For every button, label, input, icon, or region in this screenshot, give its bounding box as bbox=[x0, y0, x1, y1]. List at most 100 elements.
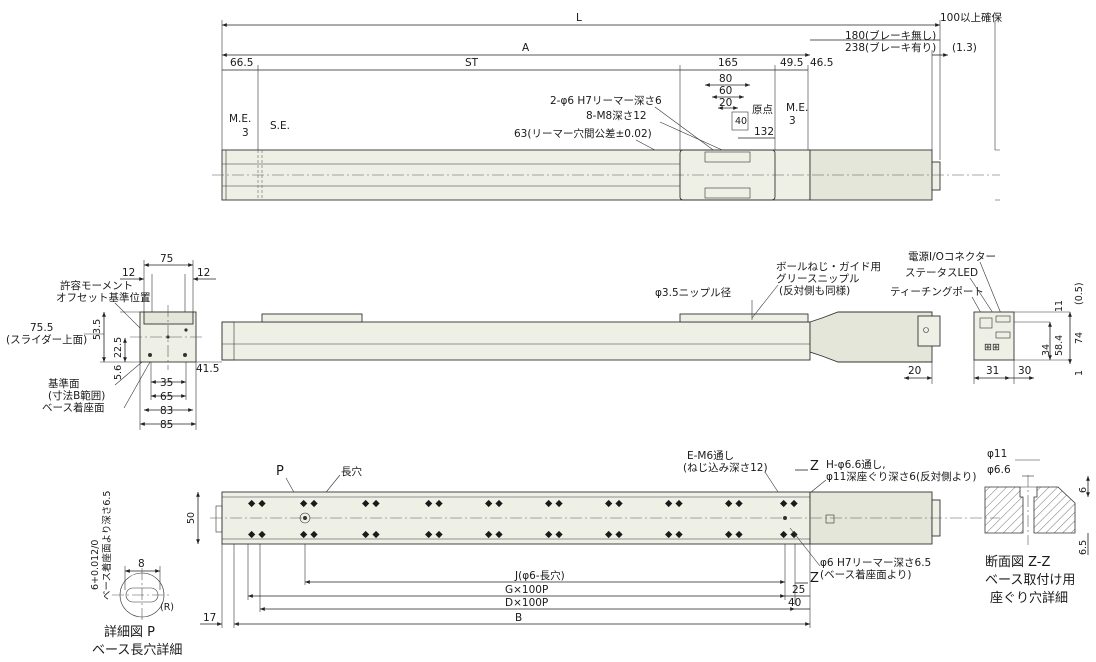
section-dim-6: 6 bbox=[1078, 487, 1089, 493]
se-label: S.E. bbox=[270, 120, 290, 132]
svg-text:◆ ◆: ◆ ◆ bbox=[485, 529, 503, 540]
dim-3-right: 3 bbox=[789, 115, 796, 127]
dim-74: 74 bbox=[1074, 332, 1085, 344]
dim-35: 35 bbox=[160, 377, 173, 389]
top-view: L 100以上確保 180(ブレーキ無し) 238(ブレーキ有り) A (1.3… bbox=[212, 11, 1003, 201]
dim-25: 25 bbox=[792, 584, 805, 596]
svg-text:◆ ◆: ◆ ◆ bbox=[780, 498, 798, 509]
dim-B: B bbox=[515, 612, 522, 624]
svg-text:◆ ◆: ◆ ◆ bbox=[605, 529, 623, 540]
base-seat-label: ベース着座面 bbox=[42, 401, 104, 414]
svg-text:◆ ◆: ◆ ◆ bbox=[362, 498, 380, 509]
origin-label: 原点 bbox=[752, 104, 773, 116]
dim-66-5: 66.5 bbox=[230, 57, 253, 69]
detail-p-tolerance: 6+0.012/0 bbox=[90, 540, 101, 590]
dim-brake-none: 180(ブレーキ無し) bbox=[845, 29, 936, 42]
end-plate-mark: ⊞⊞ bbox=[984, 342, 1000, 353]
dim-34: 34 bbox=[1041, 344, 1052, 356]
svg-text:◆ ◆: ◆ ◆ bbox=[665, 529, 683, 540]
ream-pitch-note: 63(リーマー穴間公差±0.02) bbox=[514, 127, 652, 140]
ream-6-5-ref: (ベース着座面より) bbox=[820, 568, 911, 581]
detail-P-marker: P bbox=[276, 464, 284, 479]
mounting-hole-pattern: ◆ ◆ ◆ ◆ ◆ ◆ ◆ ◆ ◆ ◆ ◆ ◆ ◆ ◆ ◆ ◆ ◆ ◆ ◆ ◆ … bbox=[248, 498, 798, 540]
dim-49-5: 49.5 bbox=[780, 57, 803, 69]
dim-75-5: 75.5 bbox=[30, 322, 53, 334]
h-66-counterbore: φ11深座ぐり深さ6(反対側より) bbox=[826, 470, 976, 483]
dim-41-5: 41.5 bbox=[196, 363, 219, 375]
nipple-label: φ3.5ニップル径 bbox=[655, 286, 732, 299]
ref-face-label: 基準面 bbox=[48, 377, 80, 390]
detail-p: 6+0.012/0 ベース着座面より深さ6.5 8 (R) 詳細図 P ベース長… bbox=[90, 491, 182, 658]
svg-text:◆ ◆: ◆ ◆ bbox=[545, 529, 563, 540]
dim-11: 11 bbox=[1054, 300, 1065, 312]
me-left: M.E. bbox=[229, 113, 251, 125]
dim-1: 1 bbox=[1074, 370, 1085, 376]
dim-83: 83 bbox=[160, 405, 173, 417]
dim-80: 80 bbox=[719, 73, 732, 85]
dim-12-left: 12 bbox=[122, 267, 135, 279]
dim-1-3: (1.3) bbox=[952, 42, 977, 54]
dim-132: 132 bbox=[754, 126, 774, 138]
svg-text:◆ ◆: ◆ ◆ bbox=[248, 529, 266, 540]
dim-A: A bbox=[522, 42, 530, 54]
svg-text:◆ ◆: ◆ ◆ bbox=[665, 498, 683, 509]
side-view: 75 12 12 許容モーメント オフセット基準位置 75.5 (スライダー上面… bbox=[6, 250, 1085, 431]
e-m6-label: E-M6通し bbox=[687, 450, 734, 462]
dim-46-5: 46.5 bbox=[810, 57, 833, 69]
dim-G: G×100P bbox=[505, 584, 548, 596]
svg-text:◆ ◆: ◆ ◆ bbox=[725, 529, 743, 540]
grease-label-1: ボールねじ・ガイド用 bbox=[776, 261, 881, 273]
dim-3-left: 3 bbox=[242, 127, 249, 139]
dim-53-5: 53.5 bbox=[92, 319, 103, 340]
dim-65: 65 bbox=[160, 391, 173, 403]
section-subtitle-1: ベース取付け用 bbox=[985, 573, 1075, 588]
detail-p-subtitle: ベース長穴詳細 bbox=[92, 642, 182, 658]
dim-40: 40 bbox=[735, 116, 747, 127]
svg-text:◆ ◆: ◆ ◆ bbox=[248, 498, 266, 509]
detail-p-radius: (R) bbox=[160, 602, 174, 613]
status-led-label: ステータスLED bbox=[905, 267, 978, 279]
dim-J: J(φ6-長穴) bbox=[514, 569, 565, 582]
dim-50: 50 bbox=[186, 512, 197, 524]
dim-60: 60 bbox=[719, 85, 732, 97]
svg-text:◆ ◆: ◆ ◆ bbox=[300, 529, 318, 540]
dim-min-clearance: 100以上確保 bbox=[940, 11, 1003, 24]
section-subtitle-2: 座ぐり穴詳細 bbox=[990, 590, 1068, 606]
section-z-z: φ11 φ6.6 6 6.5 断面図 Z-Z ベース取付け用 座ぐり穴詳細 bbox=[984, 448, 1090, 606]
section-dim-11: φ11 bbox=[987, 448, 1007, 460]
dim-brake-with: 238(ブレーキ有り) bbox=[845, 41, 936, 54]
section-title: 断面図 Z-Z bbox=[985, 555, 1051, 570]
dim-12-right: 12 bbox=[197, 267, 210, 279]
detail-p-depth: ベース着座面より深さ6.5 bbox=[101, 491, 113, 600]
dim-D: D×100P bbox=[505, 597, 548, 609]
slot-label: 長穴 bbox=[341, 465, 362, 478]
ream-note: 2-φ6 H7リーマー深さ6 bbox=[550, 95, 662, 107]
svg-text:◆ ◆: ◆ ◆ bbox=[425, 529, 443, 540]
dim-58-4: 58.4 bbox=[1054, 335, 1065, 356]
section-dim-6-5: 6.5 bbox=[1078, 540, 1089, 555]
section-dim-6-6: φ6.6 bbox=[987, 464, 1011, 476]
dim-22-5: 22.5 bbox=[113, 337, 124, 358]
svg-text:◆ ◆: ◆ ◆ bbox=[300, 498, 318, 509]
svg-text:◆ ◆: ◆ ◆ bbox=[362, 529, 380, 540]
dim-0-5: (0.5) bbox=[1074, 282, 1085, 305]
dim-20: 20 bbox=[719, 97, 732, 109]
section-z-top: Z bbox=[810, 459, 819, 474]
section-z-bottom: Z bbox=[810, 571, 819, 586]
me-right: M.E. bbox=[786, 102, 808, 114]
dim-17: 17 bbox=[203, 612, 216, 624]
dim-165: 165 bbox=[718, 57, 738, 69]
detail-p-dim-8: 8 bbox=[138, 558, 145, 570]
grease-label-2: グリースニップル bbox=[776, 272, 859, 285]
ream-6-5-label: φ6 H7リーマー深さ6.5 bbox=[820, 557, 931, 569]
ref-face-range: (寸法B範囲) bbox=[48, 389, 105, 402]
moment-label-1: 許容モーメント bbox=[60, 279, 133, 292]
m8-note: 8-M8深さ12 bbox=[586, 110, 647, 122]
svg-text:◆ ◆: ◆ ◆ bbox=[545, 498, 563, 509]
dim-20-side: 20 bbox=[908, 365, 921, 377]
grease-label-3: (反対側も同様) bbox=[779, 284, 850, 297]
svg-text:◆ ◆: ◆ ◆ bbox=[780, 529, 798, 540]
e-m6-depth: (ねじ込み深さ12) bbox=[683, 462, 768, 474]
h-66-label: H-φ6.6通し, bbox=[826, 459, 886, 471]
